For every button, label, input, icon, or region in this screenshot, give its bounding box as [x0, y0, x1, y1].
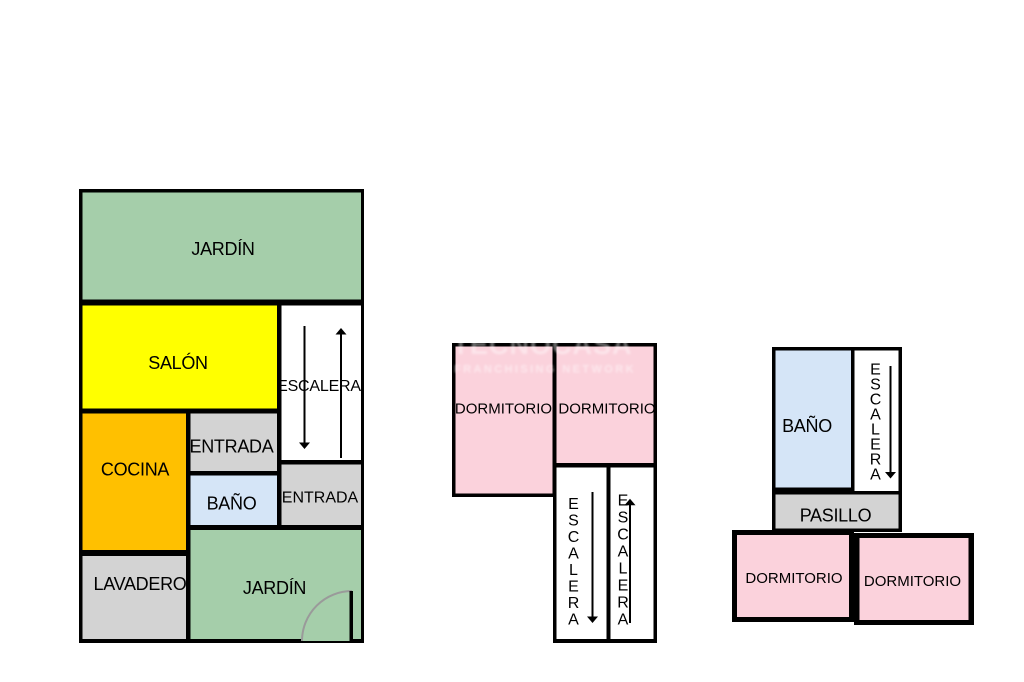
svg-text:E: E — [618, 493, 629, 510]
svg-text:E: E — [618, 578, 629, 595]
svg-text:R: R — [568, 595, 580, 612]
svg-text:A: A — [618, 544, 629, 561]
svg-text:C: C — [617, 527, 629, 544]
svg-text:R: R — [870, 452, 882, 469]
svg-text:S: S — [870, 377, 881, 394]
svg-text:ESCALERA: ESCALERA — [277, 378, 361, 395]
svg-text:E: E — [870, 362, 881, 379]
svg-text:TECNOCASA: TECNOCASA — [452, 330, 632, 360]
svg-text:LAVADERO: LAVADERO — [94, 574, 187, 594]
svg-text:FRANCHISING NETWORK: FRANCHISING NETWORK — [454, 364, 636, 376]
svg-text:BAÑO: BAÑO — [207, 493, 257, 514]
svg-text:A: A — [870, 407, 881, 424]
svg-text:DORMITORIO: DORMITORIO — [864, 573, 961, 590]
svg-text:S: S — [618, 510, 629, 527]
svg-text:S: S — [568, 513, 579, 530]
svg-text:R: R — [617, 595, 629, 612]
svg-text:DORMITORIO: DORMITORIO — [745, 570, 842, 587]
svg-text:DORMITORIO: DORMITORIO — [455, 401, 552, 418]
svg-text:JARDÍN: JARDÍN — [191, 239, 254, 259]
svg-text:E: E — [870, 437, 881, 454]
svg-text:ENTRADA: ENTRADA — [282, 490, 359, 507]
svg-text:PASILLO: PASILLO — [800, 506, 872, 526]
svg-text:BAÑO: BAÑO — [782, 415, 832, 436]
svg-text:ENTRADA: ENTRADA — [190, 437, 274, 457]
svg-text:L: L — [569, 562, 578, 579]
svg-text:A: A — [568, 612, 579, 629]
svg-text:A: A — [870, 467, 881, 484]
svg-text:C: C — [870, 392, 882, 409]
svg-text:C: C — [568, 529, 580, 546]
svg-text:E: E — [568, 579, 579, 596]
svg-text:DORMITORIO: DORMITORIO — [558, 401, 655, 418]
svg-text:JARDÍN: JARDÍN — [243, 578, 306, 598]
svg-text:E: E — [568, 496, 579, 513]
svg-text:A: A — [568, 546, 579, 563]
svg-text:COCINA: COCINA — [101, 460, 169, 480]
svg-text:SALÓN: SALÓN — [148, 352, 208, 373]
svg-text:L: L — [619, 561, 628, 578]
svg-text:L: L — [871, 422, 880, 439]
svg-text:A: A — [618, 612, 629, 629]
